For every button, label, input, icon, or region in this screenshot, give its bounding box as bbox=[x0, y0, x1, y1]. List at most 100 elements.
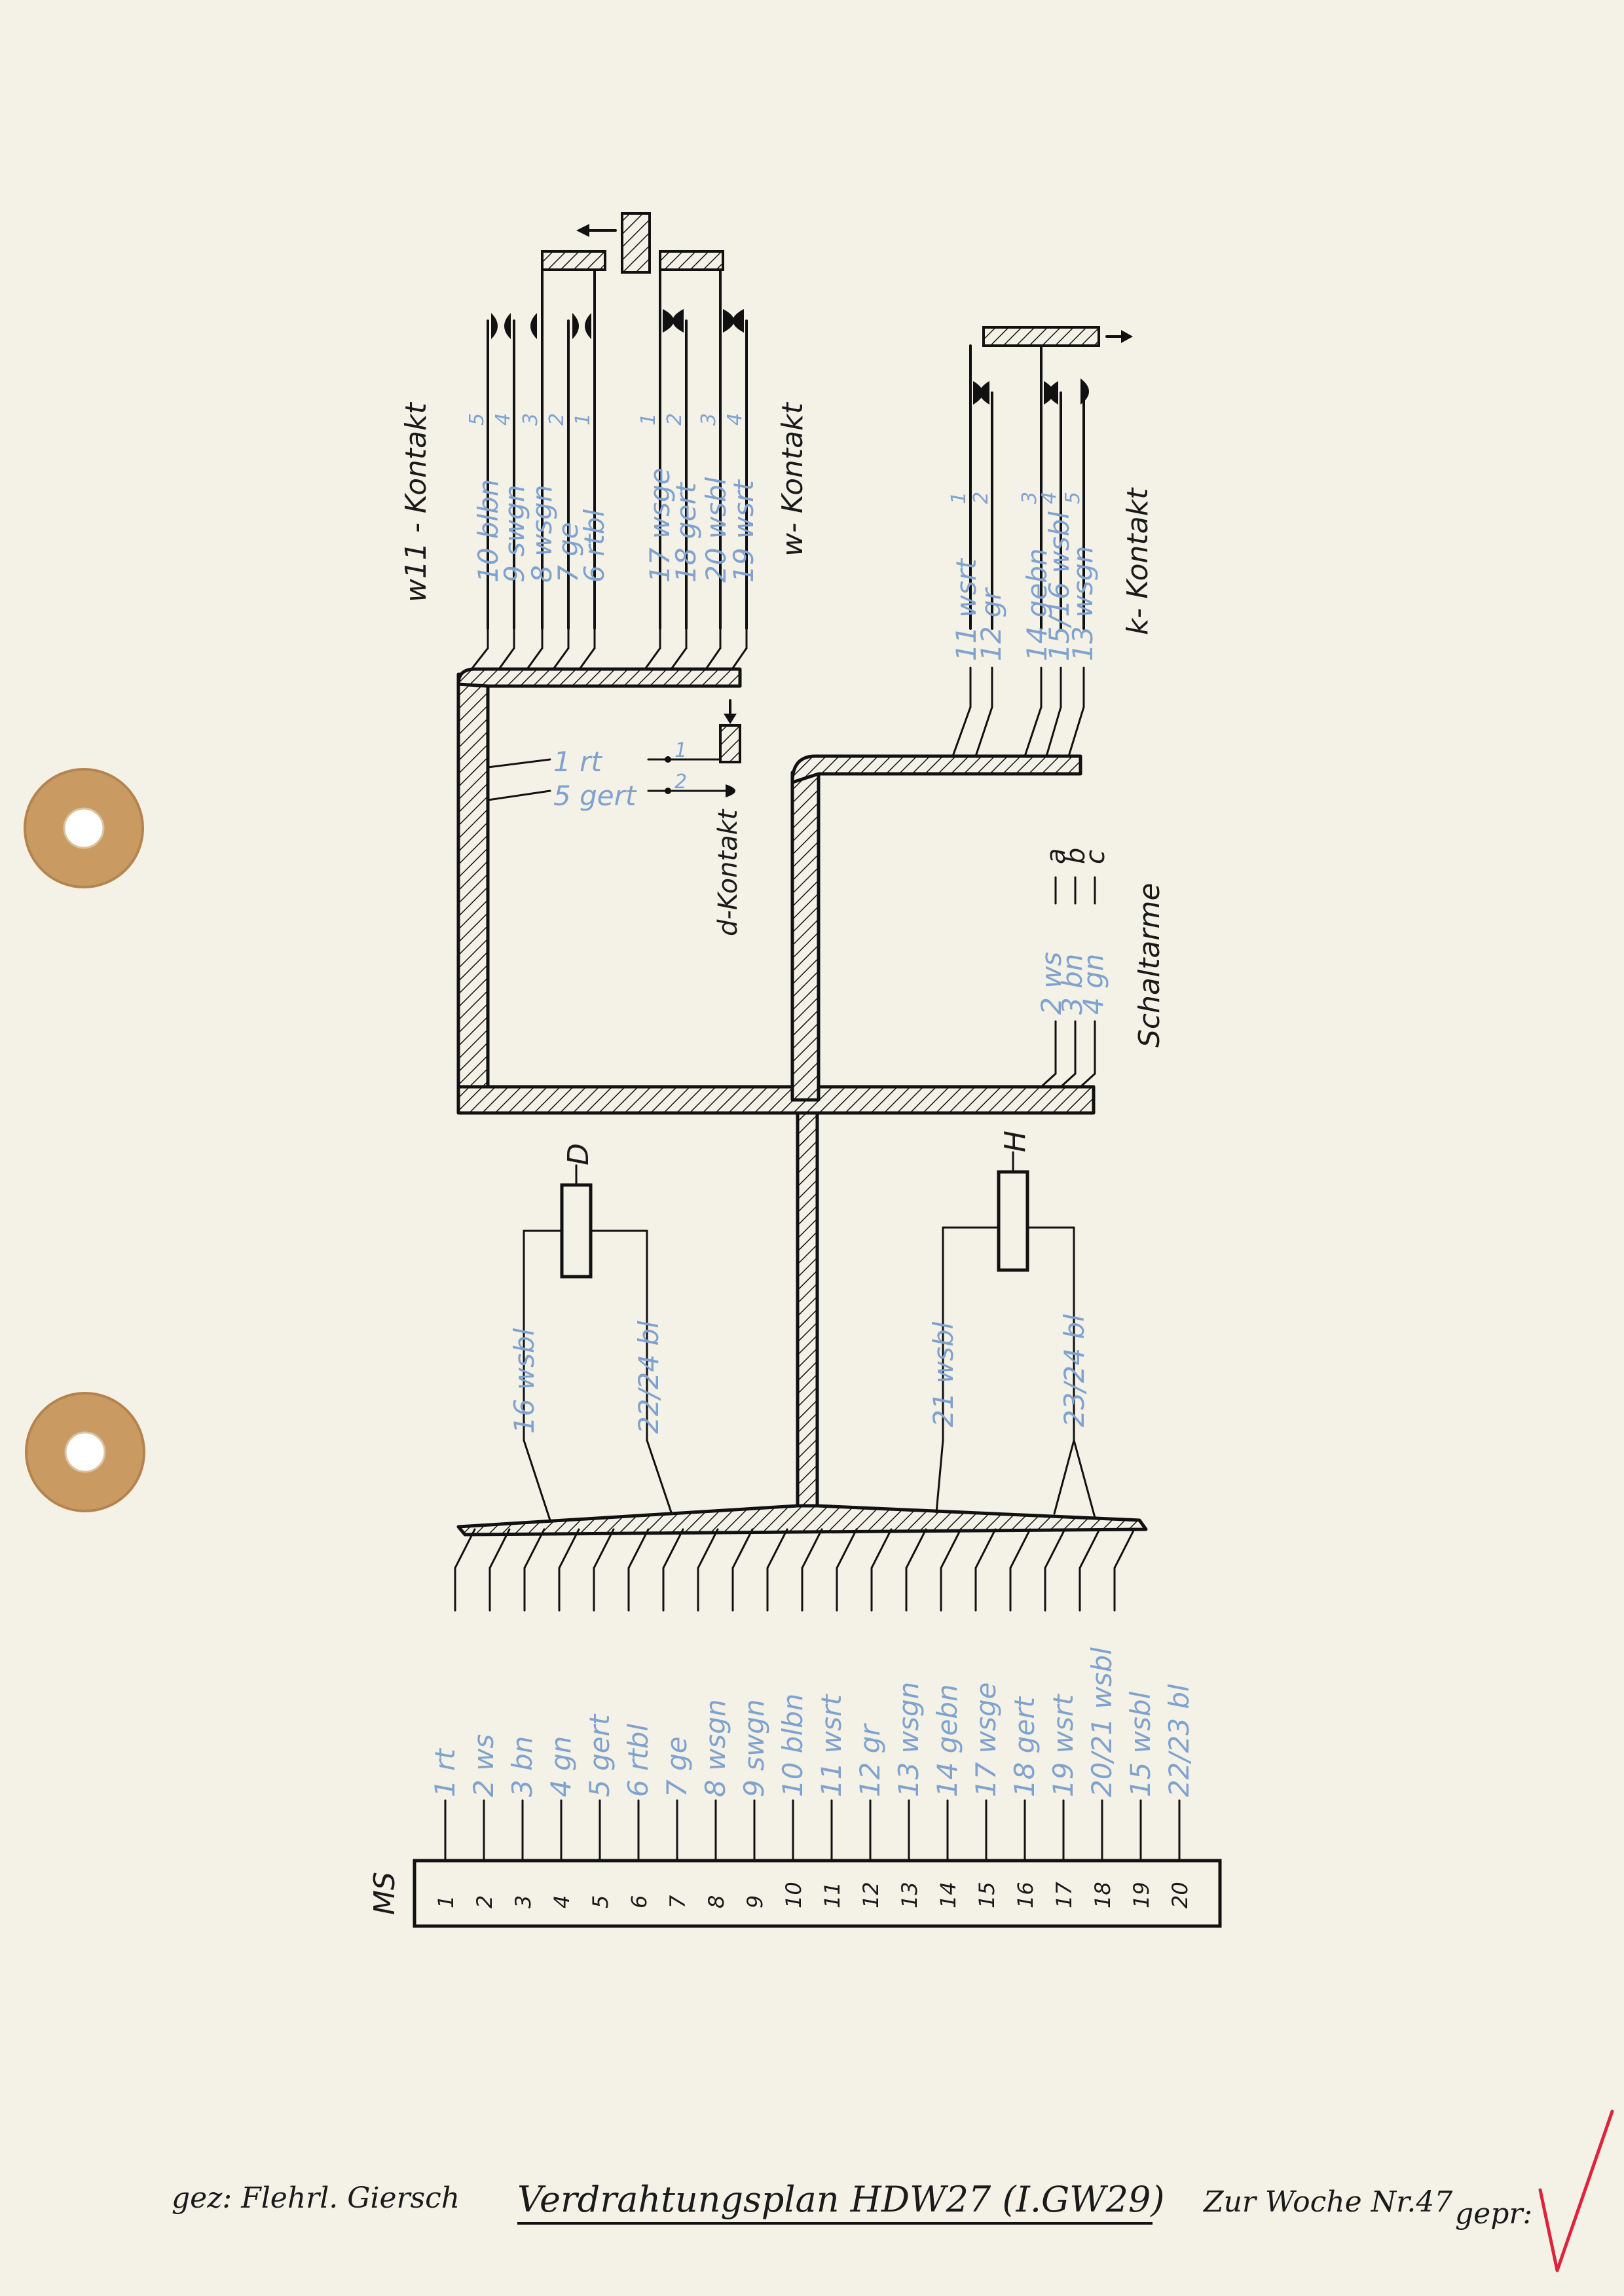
connector-wire-label: 14 gebn bbox=[931, 1684, 963, 1797]
k-pin-2: 2 bbox=[970, 492, 993, 504]
w11-wire-4: 7 ge bbox=[552, 522, 584, 583]
connector-pin-number: 2 bbox=[472, 1895, 497, 1908]
connector-wire-label: 4 gn bbox=[545, 1736, 577, 1797]
w-pin-1: 1 bbox=[637, 413, 660, 426]
connector-wire-label: 22/23 bl bbox=[1163, 1684, 1195, 1797]
coil-D-wire-2: 22/24 bl bbox=[633, 1321, 665, 1434]
d-contact: 1 rt 5 gert 1 2 d-Kontakt bbox=[487, 699, 743, 936]
fan-wire-bend bbox=[523, 1528, 545, 1569]
fan-wire-bend bbox=[593, 1528, 615, 1569]
connector-pin-number: 20 bbox=[1168, 1882, 1192, 1908]
connector-pin-number: 15 bbox=[974, 1882, 999, 1908]
cable-harness bbox=[456, 667, 1148, 1537]
w11-contact-springs bbox=[487, 268, 596, 630]
fan-wire-bend bbox=[905, 1528, 927, 1569]
fan-wire-bend bbox=[766, 1528, 788, 1569]
connector-pin-number: 9 bbox=[743, 1895, 767, 1908]
connector-MS-label: MS bbox=[368, 1872, 401, 1915]
connector-pin-number: 12 bbox=[858, 1882, 883, 1908]
schaltarme: 2 ws 3 bn 4 gn a b c Schaltarme bbox=[1035, 848, 1166, 1088]
w11-wire-labels: 10 blbn 9 swgn 8 wsgn 7 ge 6 rtbl bbox=[472, 479, 610, 583]
w11-pin-1: 1 bbox=[572, 413, 595, 426]
w-wire-labels: 17 wsge 18 gert 20 wsbl 19 wsrt bbox=[644, 467, 760, 583]
k-contact-actuator bbox=[982, 326, 1133, 347]
connector-wire-label: 7 ge bbox=[661, 1736, 693, 1797]
connector-pin-number: 18 bbox=[1090, 1882, 1115, 1908]
k-pin-numbers: 1 2 3 4 5 bbox=[948, 492, 1084, 504]
fan-wire-bend bbox=[662, 1528, 684, 1569]
w11-wire-2: 9 swgn bbox=[498, 484, 530, 583]
d-wire-2: 5 gert bbox=[553, 780, 637, 812]
k-wire-3: 14 gebn bbox=[1021, 548, 1053, 661]
connector-wire-label: 12 gr bbox=[854, 1723, 886, 1797]
connector-wire-label: 8 wsgn bbox=[699, 1699, 731, 1797]
fan-wire-bend bbox=[870, 1528, 893, 1569]
k-pin-4: 4 bbox=[1038, 492, 1061, 504]
w-wire-3: 20 wsbl bbox=[700, 477, 732, 583]
schaltarm-c: c bbox=[1080, 850, 1111, 864]
fan-wire-bend bbox=[940, 1528, 962, 1569]
w11-wire-1: 10 blbn bbox=[472, 479, 504, 583]
w11-contact-label: w11 - Kontakt bbox=[399, 401, 433, 602]
signed-by: gez: Flehrl. Giersch bbox=[172, 2181, 460, 2215]
w-wire-4: 19 wsrt bbox=[728, 479, 760, 583]
coil-D-wire-1: 16 wsbl bbox=[508, 1328, 540, 1434]
k-pin-1: 1 bbox=[948, 492, 970, 504]
w11-pin-5: 5 bbox=[466, 413, 489, 426]
fan-wire-bend bbox=[1044, 1528, 1066, 1569]
w-pin-numbers: 1 2 3 4 bbox=[637, 413, 747, 426]
connector-wire-label: 11 wsrt bbox=[815, 1694, 847, 1797]
connector-wire-label: 13 wsgn bbox=[893, 1682, 925, 1797]
connector-pin-number: 10 bbox=[781, 1882, 806, 1908]
connector-wire-label: 3 bn bbox=[506, 1736, 538, 1797]
w11-wire-5: 6 rtbl bbox=[578, 509, 610, 583]
w-contact-actuator bbox=[541, 212, 724, 274]
connector-pin-number: 1 bbox=[434, 1895, 458, 1908]
k-wire-4: 15/16 wsbl bbox=[1043, 511, 1075, 661]
coil-H-wire-2: 23/24 bl bbox=[1058, 1314, 1090, 1427]
k-wires-to-harness bbox=[951, 666, 1085, 757]
schaltarm-b: b bbox=[1061, 848, 1091, 864]
w-contact-springs bbox=[659, 268, 748, 630]
d-contact-label: d-Kontakt bbox=[713, 809, 743, 936]
week-number: Zur Woche Nr.47 bbox=[1202, 2185, 1452, 2219]
fan-wire-bend bbox=[731, 1528, 754, 1569]
d-pin-2: 2 bbox=[674, 771, 687, 793]
w11-pin-3: 3 bbox=[519, 413, 542, 426]
fan-wire-bend bbox=[627, 1528, 650, 1569]
connector-wire-label: 20/21 wsbl bbox=[1086, 1647, 1118, 1797]
connector-pin-number: 3 bbox=[511, 1895, 536, 1908]
connector-pin-number: 19 bbox=[1129, 1882, 1154, 1908]
k-pin-5: 5 bbox=[1061, 492, 1084, 504]
fan-wire-bend bbox=[489, 1528, 511, 1569]
connector-wire-label: 15 wsbl bbox=[1124, 1691, 1156, 1797]
connector-pin-number: 8 bbox=[704, 1895, 729, 1908]
fan-wire-bend bbox=[1113, 1528, 1135, 1569]
connector-pin-number: 17 bbox=[1052, 1882, 1077, 1908]
schaltarm-wire-1: 2 ws bbox=[1035, 952, 1067, 1015]
connector-wire-label: 10 blbn bbox=[777, 1694, 809, 1797]
eyelet-top bbox=[24, 768, 144, 888]
connector-wire-label: 2 ws bbox=[468, 1734, 500, 1797]
fan-wire-bend bbox=[836, 1528, 858, 1569]
w-contact-label: w- Kontakt bbox=[776, 401, 809, 556]
schaltarme-label: Schaltarme bbox=[1133, 883, 1166, 1048]
w11-pin-numbers: 5 4 3 2 1 bbox=[466, 413, 595, 426]
drawing-title: Verdrahtungsplan HDW27 (I.GW29) bbox=[517, 2179, 1164, 2220]
w-wire-2: 18 gert bbox=[670, 481, 702, 583]
k-wire-1: 11 wsrt bbox=[950, 558, 982, 661]
connector-pin-number: 16 bbox=[1013, 1882, 1038, 1908]
connector-wire-label: 17 wsge bbox=[970, 1682, 1002, 1797]
connector-pin-number: 4 bbox=[549, 1895, 574, 1908]
approval-check-mark bbox=[1538, 2109, 1614, 2272]
connector-wire-label: 5 gert bbox=[583, 1713, 616, 1797]
schaltarm-wire-3: 4 gn bbox=[1077, 954, 1109, 1015]
coil-H-wire-1: 21 wsbl bbox=[927, 1321, 959, 1427]
coil-H-label: H bbox=[999, 1131, 1032, 1152]
fan-wire-bend bbox=[801, 1528, 823, 1569]
connector-pin-number: 14 bbox=[936, 1882, 961, 1908]
connector-fan-wires bbox=[444, 1528, 1181, 1862]
approved-label: gepr: bbox=[1455, 2197, 1532, 2231]
coil-H: H 21 wsbl 23/24 bl bbox=[927, 1131, 1096, 1519]
